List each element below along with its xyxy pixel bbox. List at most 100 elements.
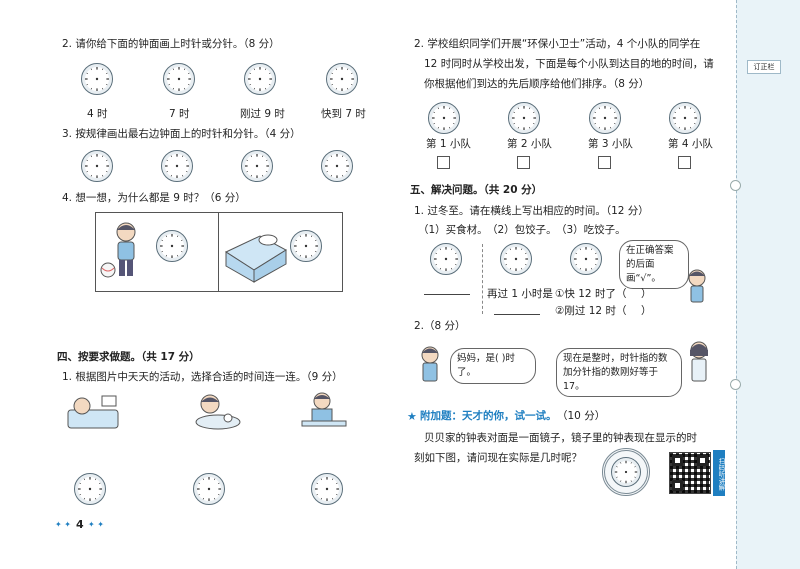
boy-studying-illustration bbox=[301, 392, 347, 427]
order-answer-box[interactable] bbox=[598, 156, 611, 169]
clock-face-icon bbox=[504, 247, 528, 271]
clock-q3-3 bbox=[241, 150, 273, 182]
binding-hole bbox=[730, 180, 741, 191]
clock-face-icon bbox=[245, 154, 269, 178]
clock-label: 7 时 bbox=[169, 108, 190, 120]
section-four-title: 四、按要求做题。（共 17 分） bbox=[57, 351, 200, 363]
mother-illustration bbox=[690, 341, 708, 382]
clock-face-icon bbox=[434, 247, 458, 271]
correction-column: 订正栏 bbox=[736, 0, 800, 569]
clock-face-icon bbox=[197, 477, 221, 501]
boy-playing-ball-illustration bbox=[100, 222, 136, 278]
clock-face-icon bbox=[432, 106, 456, 130]
clock-sec4-3 bbox=[311, 473, 343, 505]
clock-label: 快到 7 时 bbox=[321, 108, 366, 120]
team-label: 第 2 小队 bbox=[507, 138, 552, 150]
child-illustration bbox=[421, 346, 439, 382]
clock-face-icon bbox=[165, 154, 189, 178]
clock-q3-2 bbox=[161, 150, 193, 182]
bonus-text-line1: 贝贝家的钟表对面是一面镜子，镜子里的钟表现在显示的时 bbox=[424, 432, 697, 444]
clock-label: 刚过 9 时 bbox=[240, 108, 285, 120]
step-label: （2）包饺子。 bbox=[487, 224, 557, 236]
correction-tag: 订正栏 bbox=[747, 60, 781, 74]
clock-step-3 bbox=[570, 243, 602, 275]
qr-label-tab: 扫码听讲解 bbox=[713, 450, 725, 496]
correction-tag-label: 订正栏 bbox=[753, 63, 775, 71]
boy-eating-illustration bbox=[195, 394, 241, 430]
clock-q3-4[interactable] bbox=[321, 150, 353, 182]
section-four-q1: 1. 根据图片中天天的活动，选择合适的时间连一连。（9 分） bbox=[62, 371, 343, 383]
team-label: 第 3 小队 bbox=[588, 138, 633, 150]
team-label: 第 1 小队 bbox=[426, 138, 471, 150]
clock-step-2 bbox=[500, 243, 532, 275]
page-number: 4 bbox=[76, 518, 84, 531]
option-2-close[interactable]: ） bbox=[641, 305, 652, 317]
bonus-star-icon: ★ bbox=[407, 410, 417, 423]
clock-face-icon bbox=[315, 477, 339, 501]
clock-face-icon bbox=[614, 460, 638, 484]
clock-face-icon bbox=[574, 247, 598, 271]
left-q4-title: 4. 想一想，为什么都是 9 时？（6 分） bbox=[62, 192, 246, 204]
order-answer-box[interactable] bbox=[437, 156, 450, 169]
left-q3-title: 3. 按规律画出最右边钟面上的时针和分针。（4 分） bbox=[62, 128, 301, 140]
sleeping-boy-illustration bbox=[67, 395, 119, 429]
clock-q3-1 bbox=[81, 150, 113, 182]
right-q2-title-line3: 你根据他们到达的先后顺序给他们排序。（8 分） bbox=[424, 78, 650, 90]
hint-text: 在正确答案的后面画“√”。 bbox=[626, 245, 674, 284]
after-one-hour-text: 再过 1 小时是 bbox=[487, 288, 553, 300]
clock-face-icon bbox=[325, 154, 349, 178]
clock-face-icon bbox=[512, 106, 536, 130]
order-answer-box[interactable] bbox=[678, 156, 691, 169]
clock-q2-3[interactable] bbox=[244, 63, 276, 95]
q4-picture-frame bbox=[95, 212, 343, 292]
step-label: （3）吃饺子。 bbox=[556, 224, 626, 236]
page-decoration-stars: ✦ ✦ bbox=[88, 520, 104, 529]
section-five-q2: 2.（8 分） bbox=[414, 320, 466, 332]
clock-q4-left bbox=[156, 230, 188, 262]
qr-label: 扫码听讲解 bbox=[717, 457, 725, 491]
answer-line-1[interactable] bbox=[424, 294, 470, 295]
left-q2-title: 2. 请你给下面的钟面画上时针或分针。（8 分） bbox=[62, 38, 280, 50]
clock-face-icon bbox=[294, 234, 318, 258]
clock-q2-2[interactable] bbox=[163, 63, 195, 95]
clock-face-icon bbox=[673, 106, 697, 130]
order-answer-box[interactable] bbox=[517, 156, 530, 169]
section-five-title: 五、解决问题。（共 20 分） bbox=[410, 184, 543, 196]
child-question-text: 妈妈，是( )时了。 bbox=[457, 353, 515, 378]
binding-hole bbox=[730, 379, 741, 390]
clock-label: 4 时 bbox=[87, 108, 108, 120]
clock-face-icon bbox=[85, 67, 109, 91]
right-q2-title-line1: 2. 学校组织同学们开展“环保小卫士”活动，4 个小队的同学在 bbox=[414, 38, 701, 50]
child-speech-bubble: 妈妈，是( )时了。 bbox=[450, 348, 536, 384]
clock-step-1 bbox=[430, 243, 462, 275]
team-label: 第 4 小队 bbox=[668, 138, 713, 150]
clock-q2-1[interactable] bbox=[81, 63, 113, 95]
clock-face-icon bbox=[160, 234, 184, 258]
mirror-clock-face bbox=[611, 457, 641, 487]
option-1-close[interactable]: ） bbox=[641, 288, 652, 300]
section-five-q1: 1. 过冬至。请在横线上写出相应的时间。（12 分） bbox=[414, 205, 649, 217]
bed-illustration bbox=[224, 234, 287, 283]
right-q2-title-line2: 12 时同时从学校出发，下面是每个小队到达目的地的时间，请 bbox=[424, 58, 714, 70]
option-1: ①快 12 时了（ bbox=[555, 288, 627, 300]
ornate-mirror-clock bbox=[602, 448, 650, 496]
mother-answer-text: 现在是整时，时针指的数加分针指的数刚好等于 17。 bbox=[563, 353, 668, 392]
answer-line-2[interactable] bbox=[494, 314, 540, 315]
hint-speech-bubble: 在正确答案的后面画“√”。 bbox=[619, 240, 689, 290]
clock-face-icon bbox=[85, 154, 109, 178]
clock-face-icon bbox=[78, 477, 102, 501]
qr-code[interactable] bbox=[669, 452, 711, 494]
clock-team-2 bbox=[508, 102, 540, 134]
clock-sec4-2 bbox=[193, 473, 225, 505]
bonus-title: 附加题：天才的你，试一试。 bbox=[420, 410, 557, 422]
clock-team-1 bbox=[428, 102, 460, 134]
step-label: （1）买食材。 bbox=[418, 224, 488, 236]
clock-face-icon bbox=[167, 67, 191, 91]
clock-sec4-1 bbox=[74, 473, 106, 505]
page-decoration-stars: ✦ ✦ bbox=[55, 520, 71, 529]
girl-pointing-illustration bbox=[688, 269, 706, 303]
clock-q2-4[interactable] bbox=[326, 63, 358, 95]
bonus-score: （10 分） bbox=[557, 410, 606, 422]
clock-team-3 bbox=[589, 102, 621, 134]
option-2: ②刚过 12 时（ bbox=[555, 305, 627, 317]
